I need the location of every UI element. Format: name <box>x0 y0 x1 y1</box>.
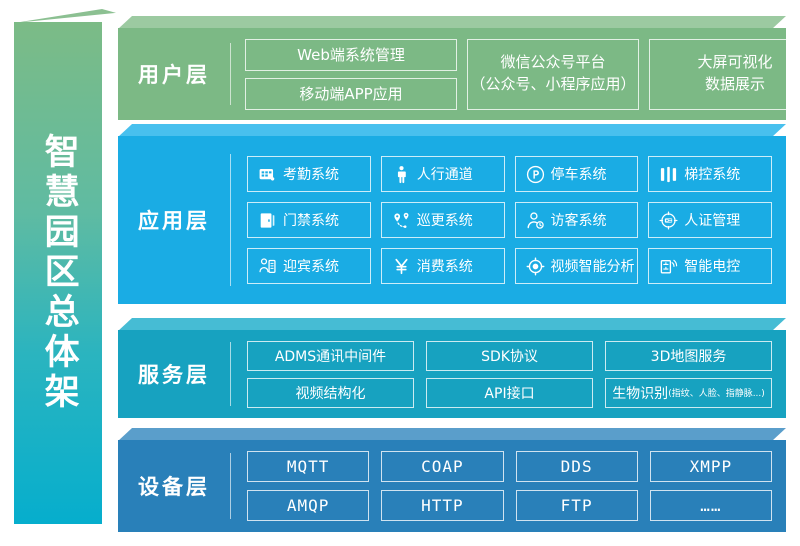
pedestrian-icon <box>392 165 411 184</box>
cell-protocol-dds[interactable]: DDS <box>515 451 638 482</box>
cell-bigscreen-visualization[interactable]: 大屏可视化 数据展示 <box>649 38 800 110</box>
cell-parking-system[interactable]: 停车系统 <box>514 156 639 192</box>
cell-api-interface[interactable]: API接口 <box>426 377 593 408</box>
layer-device: 设备层 MQTT COAP DDS XMPP AMQP <box>118 428 786 532</box>
layer-application-label: 应用层 <box>138 209 210 233</box>
layer-application-top-bevel <box>118 124 786 137</box>
diagram-title-pillar: 智慧园区总体架 <box>14 22 102 524</box>
door-access-icon <box>258 211 277 230</box>
cell-pedestrian-channel[interactable]: 人行通道 <box>380 156 505 192</box>
layer-service-divider <box>230 342 231 406</box>
cell-protocol-coap[interactable]: COAP <box>381 451 504 482</box>
layer-user-label: 用户层 <box>138 63 210 87</box>
cell-visitor-system[interactable]: 访客系统 <box>514 202 639 238</box>
elevator-icon <box>659 165 678 184</box>
cell-sdk-protocol[interactable]: SDK协议 <box>426 340 593 371</box>
cell-consumption-system[interactable]: 消费系统 <box>380 248 505 284</box>
cell-3d-map-service[interactable]: 3D地图服务 <box>605 340 772 371</box>
user-col-wechat: 微信公众号平台 （公众号、小程序应用） <box>467 38 639 110</box>
video-analytics-icon <box>526 257 545 276</box>
layer-user-divider <box>230 43 231 105</box>
cell-elevator-control[interactable]: 梯控系统 <box>648 156 772 192</box>
layer-device-divider <box>230 453 231 519</box>
page-title: 智慧园区总体架 <box>38 133 79 413</box>
yuan-icon <box>392 257 411 276</box>
visitor-icon <box>526 211 545 230</box>
cell-protocol-more[interactable]: …… <box>649 490 772 521</box>
patrol-route-icon <box>392 211 411 230</box>
cell-mobile-app[interactable]: 移动端APP应用 <box>245 77 457 110</box>
id-verify-icon <box>659 210 678 230</box>
greeting-icon <box>258 257 277 276</box>
layer-service-body <box>118 330 786 418</box>
attendance-icon <box>258 165 277 184</box>
layer-device-top-bevel <box>118 428 786 441</box>
layer-application-cells: 考勤系统 人行通道 停车系统 梯控系统 门禁系统 <box>231 156 786 284</box>
cell-id-verification[interactable]: 人证管理 <box>648 202 772 238</box>
layer-user-top-bevel <box>118 16 786 29</box>
cell-greeting-system[interactable]: 迎宾系统 <box>247 248 371 284</box>
cell-web-admin[interactable]: Web端系统管理 <box>245 38 457 71</box>
layer-device-label: 设备层 <box>138 475 210 499</box>
layer-application: 应用层 考勤系统 人行通道 停车系统 梯控系统 <box>118 124 786 304</box>
cell-patrol-system[interactable]: 巡更系统 <box>380 202 505 238</box>
cell-door-access-system[interactable]: 门禁系统 <box>247 202 371 238</box>
layer-device-cells: MQTT COAP DDS XMPP AMQP HTTP FTP <box>231 451 786 521</box>
layer-user: 用户层 Web端系统管理 移动端APP应用 微信公众号平台 （公众号、小程序应用… <box>118 16 800 120</box>
cell-video-analytics[interactable]: 视频智能分析 <box>514 248 639 284</box>
cell-protocol-mqtt[interactable]: MQTT <box>247 451 370 482</box>
cell-attendance-system[interactable]: 考勤系统 <box>247 156 371 192</box>
layer-service-label: 服务层 <box>138 363 210 387</box>
layer-service: 服务层 ADMS通讯中间件 SDK协议 3D地图服务 视频结构化 API接口 <box>118 318 786 418</box>
cell-adms-middleware[interactable]: ADMS通讯中间件 <box>247 340 414 371</box>
cell-protocol-ftp[interactable]: FTP <box>515 490 638 521</box>
cell-biometric-recognition[interactable]: 生物识别(指纹、人脸、指静脉...) <box>605 377 772 408</box>
layer-service-top-bevel <box>118 318 786 331</box>
layer-user-cells: Web端系统管理 移动端APP应用 微信公众号平台 （公众号、小程序应用） 大屏… <box>231 35 800 113</box>
cell-protocol-amqp[interactable]: AMQP <box>247 490 370 521</box>
user-col-bigscreen: 大屏可视化 数据展示 <box>649 38 800 110</box>
layer-service-cells: ADMS通讯中间件 SDK协议 3D地图服务 视频结构化 API接口 生物识别(… <box>231 340 786 408</box>
cell-protocol-xmpp[interactable]: XMPP <box>649 451 772 482</box>
cell-power-control[interactable]: 智能电控 <box>648 248 772 284</box>
cell-protocol-http[interactable]: HTTP <box>381 490 504 521</box>
power-control-icon <box>659 257 678 276</box>
cell-video-structuring[interactable]: 视频结构化 <box>247 377 414 408</box>
pillar-top-bevel <box>14 9 116 23</box>
layer-device-body <box>118 440 786 532</box>
cell-wechat-platform[interactable]: 微信公众号平台 （公众号、小程序应用） <box>467 38 639 110</box>
user-col-web: Web端系统管理 移动端APP应用 <box>245 38 457 110</box>
biometric-sub-label: (指纹、人脸、指静脉...) <box>668 389 765 399</box>
layer-application-divider <box>230 154 231 286</box>
layer-user-body <box>118 28 786 120</box>
parking-icon <box>526 165 545 184</box>
